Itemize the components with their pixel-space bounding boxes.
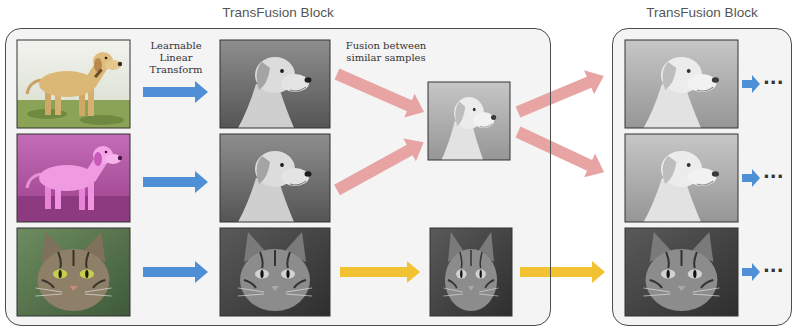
identity-arrow [520,261,605,283]
photo-tile [625,134,738,222]
transform-arrow [143,171,208,193]
block-panel: TransFusion Block [5,28,551,326]
transform-arrow [143,81,208,103]
photo-tile [220,40,330,128]
panel-ground [5,28,551,326]
split-arrow [513,120,610,184]
identity-arrow [340,261,420,283]
transform-arrow [742,169,760,187]
block-title: TransFusion Block [0,4,580,22]
annotation-label: Fusion between similar samples [336,40,436,64]
photo-tile [17,228,130,316]
photo-tile [17,134,130,222]
photo-tile [17,40,130,128]
photo-tile [430,228,512,316]
annotation-label: Learnable Linear Transform [143,40,209,76]
block-panel: TransFusion Block [612,28,792,326]
fusion-arrow [331,131,430,202]
photo-tile [220,134,330,222]
continuation-dots: ··· [763,74,789,92]
continuation-dots: ··· [763,262,789,280]
photo-tile [220,228,330,316]
fusion-arrow [332,62,429,124]
split-arrow [513,64,609,124]
block-title: TransFusion Block [583,4,797,22]
panel-ground [612,28,792,326]
photo-tile [428,82,510,160]
transform-arrow [742,75,760,93]
transform-arrow [742,263,760,281]
photo-tile [625,40,738,128]
photo-tile [625,228,738,316]
continuation-dots: ··· [763,168,789,186]
transform-arrow [143,261,208,283]
